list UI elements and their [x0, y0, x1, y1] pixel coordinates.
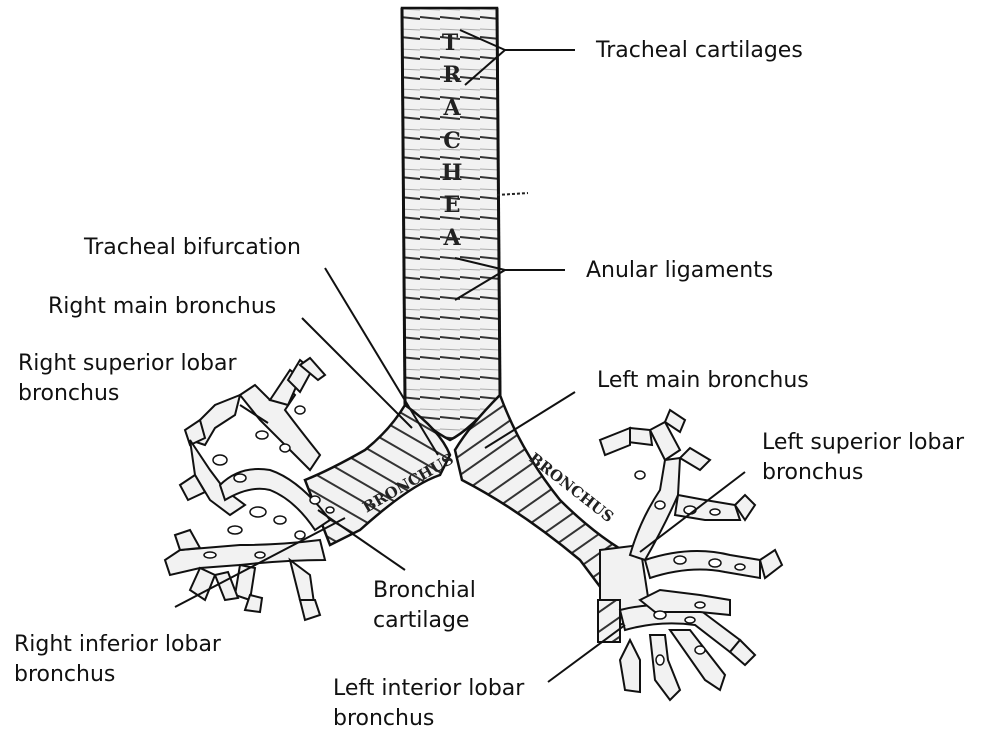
svg-text:H: H	[442, 160, 463, 186]
svg-text:R: R	[443, 62, 462, 88]
leader-left-interior-lobar	[548, 625, 625, 682]
trachea-engraved-text: T R A C H E A	[442, 30, 463, 251]
label-right-main-bronchus: Right main bronchus	[48, 292, 276, 322]
label-anular-ligaments: Anular ligaments	[586, 256, 773, 286]
label-right-inferior-lobar-bronchus: Right inferior lobar bronchus	[14, 630, 221, 690]
trachea	[402, 8, 528, 440]
label-right-superior-lobar-bronchus: Right superior lobar bronchus	[18, 349, 237, 409]
svg-text:A: A	[442, 225, 461, 251]
dotted-pointer	[497, 193, 528, 195]
label-tracheal-bifurcation: Tracheal bifurcation	[84, 233, 301, 263]
label-left-main-bronchus: Left main bronchus	[597, 366, 809, 396]
label-bronchial-cartilage: Bronchial cartilage	[373, 576, 476, 636]
svg-text:C: C	[443, 128, 461, 154]
label-left-interior-lobar-bronchus: Left interior lobar bronchus	[333, 674, 524, 734]
svg-text:T: T	[442, 30, 459, 56]
label-tracheal-cartilages: Tracheal cartilages	[596, 36, 803, 66]
label-left-superior-lobar-bronchus: Left superior lobar bronchus	[762, 428, 964, 488]
svg-text:A: A	[442, 95, 461, 121]
svg-text:E: E	[444, 192, 461, 218]
